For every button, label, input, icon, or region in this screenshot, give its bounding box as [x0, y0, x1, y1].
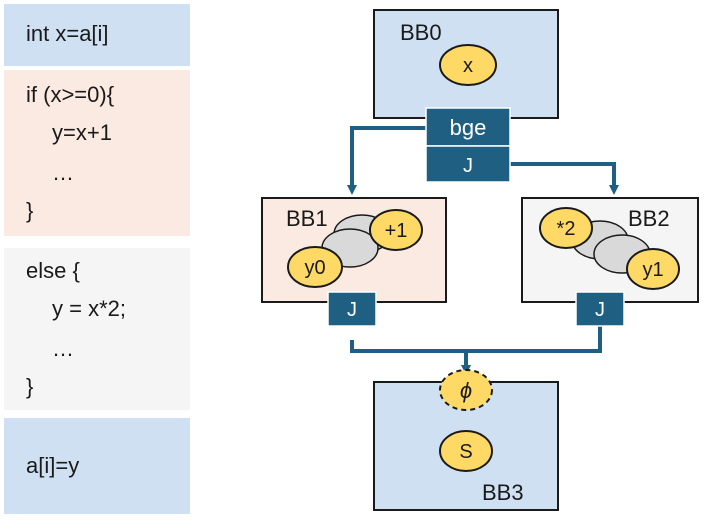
- value-node-y1: [626, 248, 680, 290]
- block-label-bb1: BB1: [286, 206, 328, 231]
- op-label-plus1: +1: [385, 220, 408, 242]
- code-line: }: [26, 198, 34, 223]
- code-line: …: [52, 160, 74, 185]
- value-label-s: S: [459, 441, 472, 463]
- basic-block-bb2: BB2 *2 y1 J: [521, 197, 699, 327]
- branch-label: bge: [450, 115, 487, 140]
- code-block-1: if (x>=0){ y=x+1 … }: [4, 70, 190, 236]
- jump-terminator-bb1: [327, 291, 377, 327]
- jump-terminator-bb2: [575, 291, 625, 327]
- code-line: y=x+1: [52, 120, 112, 145]
- jump-label-bb1: J: [347, 299, 357, 321]
- value-label-y1: y1: [642, 259, 663, 281]
- value-node-s: [439, 430, 493, 472]
- block-label-bb0: BB0: [400, 20, 442, 45]
- edge-bb2-bb3: [466, 324, 602, 353]
- op-node-plus1: [369, 209, 423, 251]
- jump-label-bb0: J: [463, 155, 473, 177]
- value-label-x: x: [463, 55, 473, 77]
- code-line: a[i]=y: [26, 453, 80, 478]
- code-block-2: else { y = x*2; … }: [4, 248, 190, 410]
- block-label-bb3: BB3: [482, 480, 524, 505]
- block-label-bb2: BB2: [628, 206, 670, 231]
- code-line: int x=a[i]: [26, 21, 109, 46]
- code-line: if (x>=0){: [26, 82, 115, 107]
- value-node-x: [439, 44, 497, 86]
- code-line: …: [52, 336, 74, 361]
- branch-terminator: [425, 107, 511, 147]
- basic-block-bb0: BB0 x bge J: [373, 9, 559, 183]
- phi-node: [439, 369, 493, 411]
- edge-bb0-bb2: [508, 162, 619, 195]
- code-line: y = x*2;: [52, 296, 126, 321]
- jump-terminator-bb0: [425, 145, 511, 183]
- code-line: else {: [26, 258, 80, 283]
- value-node-y0: [287, 246, 343, 288]
- code-line: }: [26, 374, 34, 399]
- code-block-0: int x=a[i]: [4, 4, 190, 66]
- basic-block-bb3: ϕ S BB3: [373, 369, 559, 511]
- basic-block-bb1: BB1 +1 y0 J: [261, 197, 447, 327]
- edge-bb1-bb3: [350, 340, 471, 375]
- phi-label: ϕ: [460, 378, 472, 403]
- value-label-y0: y0: [304, 257, 325, 279]
- jump-label-bb2: J: [595, 299, 605, 321]
- code-block-3: a[i]=y: [4, 418, 190, 514]
- op-label-times2: *2: [557, 218, 576, 240]
- edge-bb0-bb1: [347, 126, 428, 195]
- op-node-times2: [539, 207, 593, 249]
